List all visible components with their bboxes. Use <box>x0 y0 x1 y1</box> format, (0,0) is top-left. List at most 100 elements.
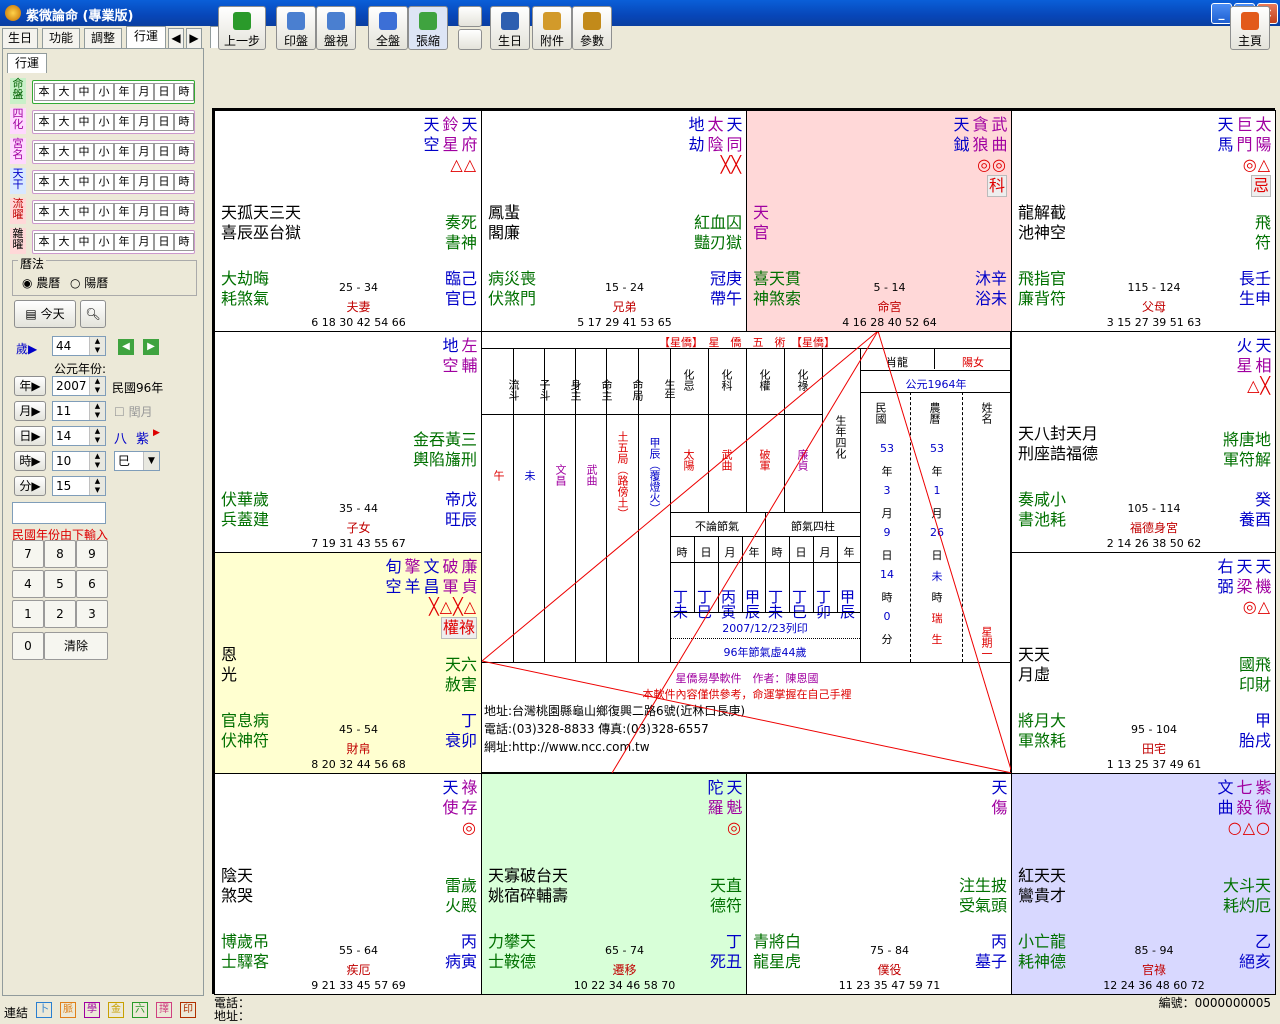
option-4-6[interactable]: 日 <box>154 203 174 221</box>
spin-icon[interactable]: ▲▼ <box>89 402 105 420</box>
keypad-清除[interactable]: 清除 <box>44 632 108 660</box>
toolbar-button-7[interactable]: 參數 <box>572 6 612 50</box>
spin-icon[interactable]: ▲▼ <box>89 452 105 470</box>
option-3-4[interactable]: 年 <box>114 173 134 191</box>
tab-function[interactable]: 功能 <box>42 28 80 48</box>
option-3-6[interactable]: 日 <box>154 173 174 191</box>
option-1-4[interactable]: 年 <box>114 113 134 131</box>
option-2-6[interactable]: 日 <box>154 143 174 161</box>
option-4-4[interactable]: 年 <box>114 203 134 221</box>
option-0-0[interactable]: 本 <box>34 83 54 101</box>
spin-icon[interactable]: ▲▼ <box>89 377 105 395</box>
option-1-5[interactable]: 月 <box>134 113 154 131</box>
spin-icon[interactable]: ▲▼ <box>89 427 105 445</box>
option-5-6[interactable]: 日 <box>154 233 174 251</box>
keypad-0[interactable]: 0 <box>12 632 44 660</box>
toolbar-button-2[interactable]: 盤視 <box>316 6 356 50</box>
option-0-3[interactable]: 小 <box>94 83 114 101</box>
option-2-3[interactable]: 小 <box>94 143 114 161</box>
option-5-2[interactable]: 中 <box>74 233 94 251</box>
option-1-2[interactable]: 中 <box>74 113 94 131</box>
option-4-7[interactable]: 時 <box>174 203 194 221</box>
option-1-7[interactable]: 時 <box>174 113 194 131</box>
option-2-2[interactable]: 中 <box>74 143 94 161</box>
option-2-1[interactable]: 大 <box>54 143 74 161</box>
today-button[interactable]: ▤ 今天 <box>14 300 76 328</box>
option-5-3[interactable]: 小 <box>94 233 114 251</box>
connect-icon-1[interactable]: 脈 <box>60 1002 76 1018</box>
minimize-button[interactable]: _ <box>1211 3 1232 24</box>
connect-icon-4[interactable]: 六 <box>132 1002 148 1018</box>
option-0-2[interactable]: 中 <box>74 83 94 101</box>
month-button[interactable]: 月▶ <box>14 401 46 421</box>
option-0-6[interactable]: 日 <box>154 83 174 101</box>
option-5-5[interactable]: 月 <box>134 233 154 251</box>
option-3-2[interactable]: 中 <box>74 173 94 191</box>
hour-input[interactable]: 10▲▼ <box>52 451 106 471</box>
keypad-2[interactable]: 2 <box>44 600 76 628</box>
keypad-4[interactable]: 4 <box>12 570 44 598</box>
connect-icon-0[interactable]: 卜 <box>36 1002 52 1018</box>
keypad-7[interactable]: 7 <box>12 540 44 568</box>
hour-button[interactable]: 時▶ <box>14 451 46 471</box>
year-input[interactable]: 2007▲▼ <box>52 376 106 396</box>
keypad-8[interactable]: 8 <box>44 540 76 568</box>
hour-branch-select[interactable]: 巳▼ <box>114 451 160 471</box>
lunar-radio[interactable]: ◉ 農曆 <box>22 276 61 290</box>
toolbar-button-8[interactable]: 主頁 <box>1230 6 1270 50</box>
subtab-luck[interactable]: 行運 <box>7 53 47 73</box>
option-1-1[interactable]: 大 <box>54 113 74 131</box>
option-4-5[interactable]: 月 <box>134 203 154 221</box>
option-0-4[interactable]: 年 <box>114 83 134 101</box>
option-3-1[interactable]: 大 <box>54 173 74 191</box>
option-4-3[interactable]: 小 <box>94 203 114 221</box>
tab-birthday[interactable]: 生日 <box>2 28 38 48</box>
option-4-0[interactable]: 本 <box>34 203 54 221</box>
spin-icon[interactable]: ▲▼ <box>89 337 105 355</box>
option-3-3[interactable]: 小 <box>94 173 114 191</box>
ziwei-link[interactable]: 紫 <box>136 432 150 447</box>
day-input[interactable]: 14▲▼ <box>52 426 106 446</box>
roc-year-input[interactable] <box>12 502 106 524</box>
age-input[interactable]: 44▲▼ <box>52 336 106 356</box>
tab-scroll-left-icon[interactable]: ◀ <box>168 28 184 48</box>
search-button[interactable]: 🔍︎ <box>80 300 106 328</box>
option-2-7[interactable]: 時 <box>174 143 194 161</box>
option-3-5[interactable]: 月 <box>134 173 154 191</box>
option-1-6[interactable]: 日 <box>154 113 174 131</box>
option-2-4[interactable]: 年 <box>114 143 134 161</box>
next-arrow-icon[interactable]: ▶ <box>143 339 159 355</box>
month-input[interactable]: 11▲▼ <box>52 401 106 421</box>
option-5-4[interactable]: 年 <box>114 233 134 251</box>
toolbar-button-3[interactable]: 全盤 <box>368 6 408 50</box>
option-3-0[interactable]: 本 <box>34 173 54 191</box>
tab-scroll-right-icon[interactable]: ▶ <box>186 28 202 48</box>
option-4-2[interactable]: 中 <box>74 203 94 221</box>
spin-icon[interactable]: ▲▼ <box>89 477 105 495</box>
option-2-5[interactable]: 月 <box>134 143 154 161</box>
tab-adjust[interactable]: 調整 <box>84 28 122 48</box>
connect-icon-3[interactable]: 金 <box>108 1002 124 1018</box>
toolbar-button-6[interactable]: 附件 <box>532 6 572 50</box>
solar-radio[interactable]: ○ 陽曆 <box>70 276 109 290</box>
keypad-5[interactable]: 5 <box>44 570 76 598</box>
toolbar-spacer-button[interactable] <box>458 6 482 27</box>
option-3-7[interactable]: 時 <box>174 173 194 191</box>
bazi-link[interactable]: 八 <box>114 432 128 447</box>
connect-icon-6[interactable]: 印 <box>180 1002 196 1018</box>
connect-icon-2[interactable]: 學 <box>84 1002 100 1018</box>
year-button[interactable]: 年▶ <box>14 376 46 396</box>
option-5-0[interactable]: 本 <box>34 233 54 251</box>
keypad-3[interactable]: 3 <box>76 600 108 628</box>
connect-icon-5[interactable]: 擇 <box>156 1002 172 1018</box>
